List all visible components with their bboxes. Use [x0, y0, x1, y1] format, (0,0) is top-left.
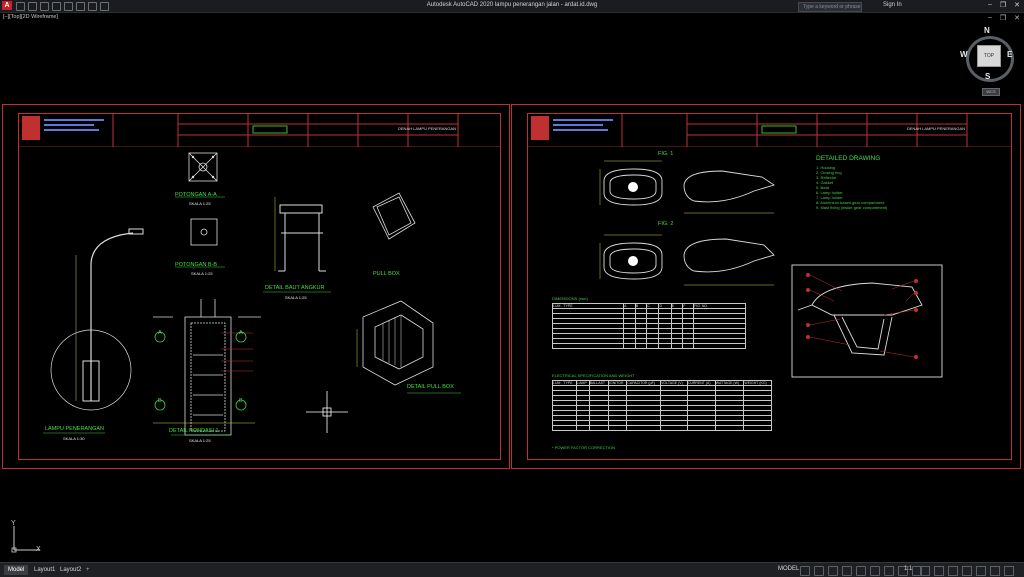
section-mark-a-right: A: [239, 330, 243, 336]
tab-layout1[interactable]: Layout1: [30, 565, 59, 575]
label-skala-pondasi: SKALA 1:25: [189, 438, 211, 443]
doc-restore-button[interactable]: ❐: [1000, 14, 1006, 22]
annotation-scale[interactable]: 1:1: [904, 566, 912, 572]
section-mark-a-left: A: [158, 330, 162, 336]
minimize-button[interactable]: –: [988, 1, 992, 9]
label-detail-pull-box: DETAIL PULL BOX: [407, 384, 454, 390]
tab-layout2[interactable]: Layout2: [56, 565, 85, 575]
tab-model[interactable]: Model: [4, 565, 28, 575]
power-factor-note: * POWER FACTOR CORRECTION: [552, 445, 615, 450]
compass-east[interactable]: E: [1007, 50, 1012, 59]
ortho-icon[interactable]: [828, 566, 838, 576]
label-skala-aa: SKALA 1:25: [189, 201, 211, 206]
dimensions-table: LUM - TYPE A B C D E F FIG. NO.: [552, 303, 746, 349]
ucs-y-label: Y: [11, 520, 16, 527]
electrical-title: ELECTRICAL SPECIFICATION AND WEIGHT: [552, 373, 634, 378]
table-header-row: LUM - TYPE LAMP BALLAST IGNITOR CAPACITO…: [553, 381, 772, 386]
label-skala-lampu: SKALA 1:30: [63, 436, 85, 441]
annotation-monitor-icon[interactable]: [934, 566, 944, 576]
electrical-table: LUM - TYPE LAMP BALLAST IGNITOR CAPACITO…: [552, 380, 772, 431]
detailed-drawing-title: DETAILED DRAWING: [816, 155, 880, 162]
add-layout-button[interactable]: +: [82, 565, 94, 575]
status-bar: Model Layout1 Layout2 + MODEL 1:1: [0, 562, 1024, 577]
ucs-icon: [10, 520, 50, 554]
polar-icon[interactable]: [842, 566, 852, 576]
window-title: Autodesk AutoCAD 2020 lampu penerangan j…: [0, 2, 1024, 8]
detail-item: 9. Mast fixing (inside gear compartment): [816, 205, 887, 210]
label-fig1: FIG. 1: [658, 151, 673, 157]
close-button[interactable]: ✕: [1014, 1, 1020, 9]
units-icon[interactable]: [948, 566, 958, 576]
label-potongan-aa: POTONGAN A-A: [175, 192, 217, 198]
label-skala-baut: SKALA 1:25: [285, 295, 307, 300]
doc-minimize-button[interactable]: –: [988, 14, 992, 22]
model-space-toggle[interactable]: MODEL: [778, 566, 799, 572]
drawing-sheet-left: DENAH LAMPU PENERANGAN: [2, 104, 510, 469]
grid-icon[interactable]: [800, 566, 810, 576]
label-detail-pondasi: DETAIL PONDASI 1: [169, 428, 219, 434]
viewport-controls-label[interactable]: [–][Top][2D Wireframe]: [3, 14, 58, 20]
customization-icon[interactable]: [1004, 566, 1014, 576]
snap-icon[interactable]: [814, 566, 824, 576]
doc-close-button[interactable]: ✕: [1014, 14, 1020, 22]
label-detail-baut: DETAIL BAUT ANGKUR: [265, 285, 325, 291]
search-input[interactable]: Type a keyword or phrase: [798, 2, 862, 12]
label-fig2: FIG. 2: [658, 221, 673, 227]
cad-drawing-left: [3, 105, 509, 468]
dimensions-title: DIMENSIONS (mm): [552, 296, 588, 301]
label-lampu: LAMPU PENERANGAN: [45, 426, 104, 432]
lineweight-icon[interactable]: [884, 566, 894, 576]
ucs-x-label: X: [36, 546, 41, 553]
title-bar: A Autodesk AutoCAD 2020 lampu penerangan…: [0, 0, 1024, 13]
section-mark-b-left: B: [158, 398, 162, 404]
hardware-acceleration-icon[interactable]: [976, 566, 986, 576]
restore-button[interactable]: ❐: [1000, 1, 1006, 9]
viewcube-top-face[interactable]: TOP: [977, 45, 1001, 67]
section-mark-b-right: B: [239, 398, 243, 404]
isolate-objects-icon[interactable]: [962, 566, 972, 576]
isodraft-icon[interactable]: [856, 566, 866, 576]
compass-north[interactable]: N: [984, 26, 990, 35]
wcs-menu[interactable]: WCS: [982, 88, 1000, 96]
label-pull-box: PULL BOX: [373, 271, 400, 277]
clean-screen-icon[interactable]: [990, 566, 1000, 576]
drawing-sheet-right: DENAH LAMPU PENERANGAN: [511, 104, 1021, 469]
sign-in-link[interactable]: Sign In: [883, 2, 902, 8]
viewcube[interactable]: TOP N S E W: [960, 28, 1016, 84]
label-potongan-bb: POTONGAN B-B: [175, 262, 217, 268]
label-skala-bb: SKALA 1:25: [191, 271, 213, 276]
compass-west[interactable]: W: [960, 50, 968, 59]
workspace-icon[interactable]: [920, 566, 930, 576]
detailed-drawing-list: 1. Housing 2. Closing ring 3. Reflector …: [816, 165, 887, 210]
osnap-icon[interactable]: [870, 566, 880, 576]
compass-south[interactable]: S: [985, 72, 990, 81]
